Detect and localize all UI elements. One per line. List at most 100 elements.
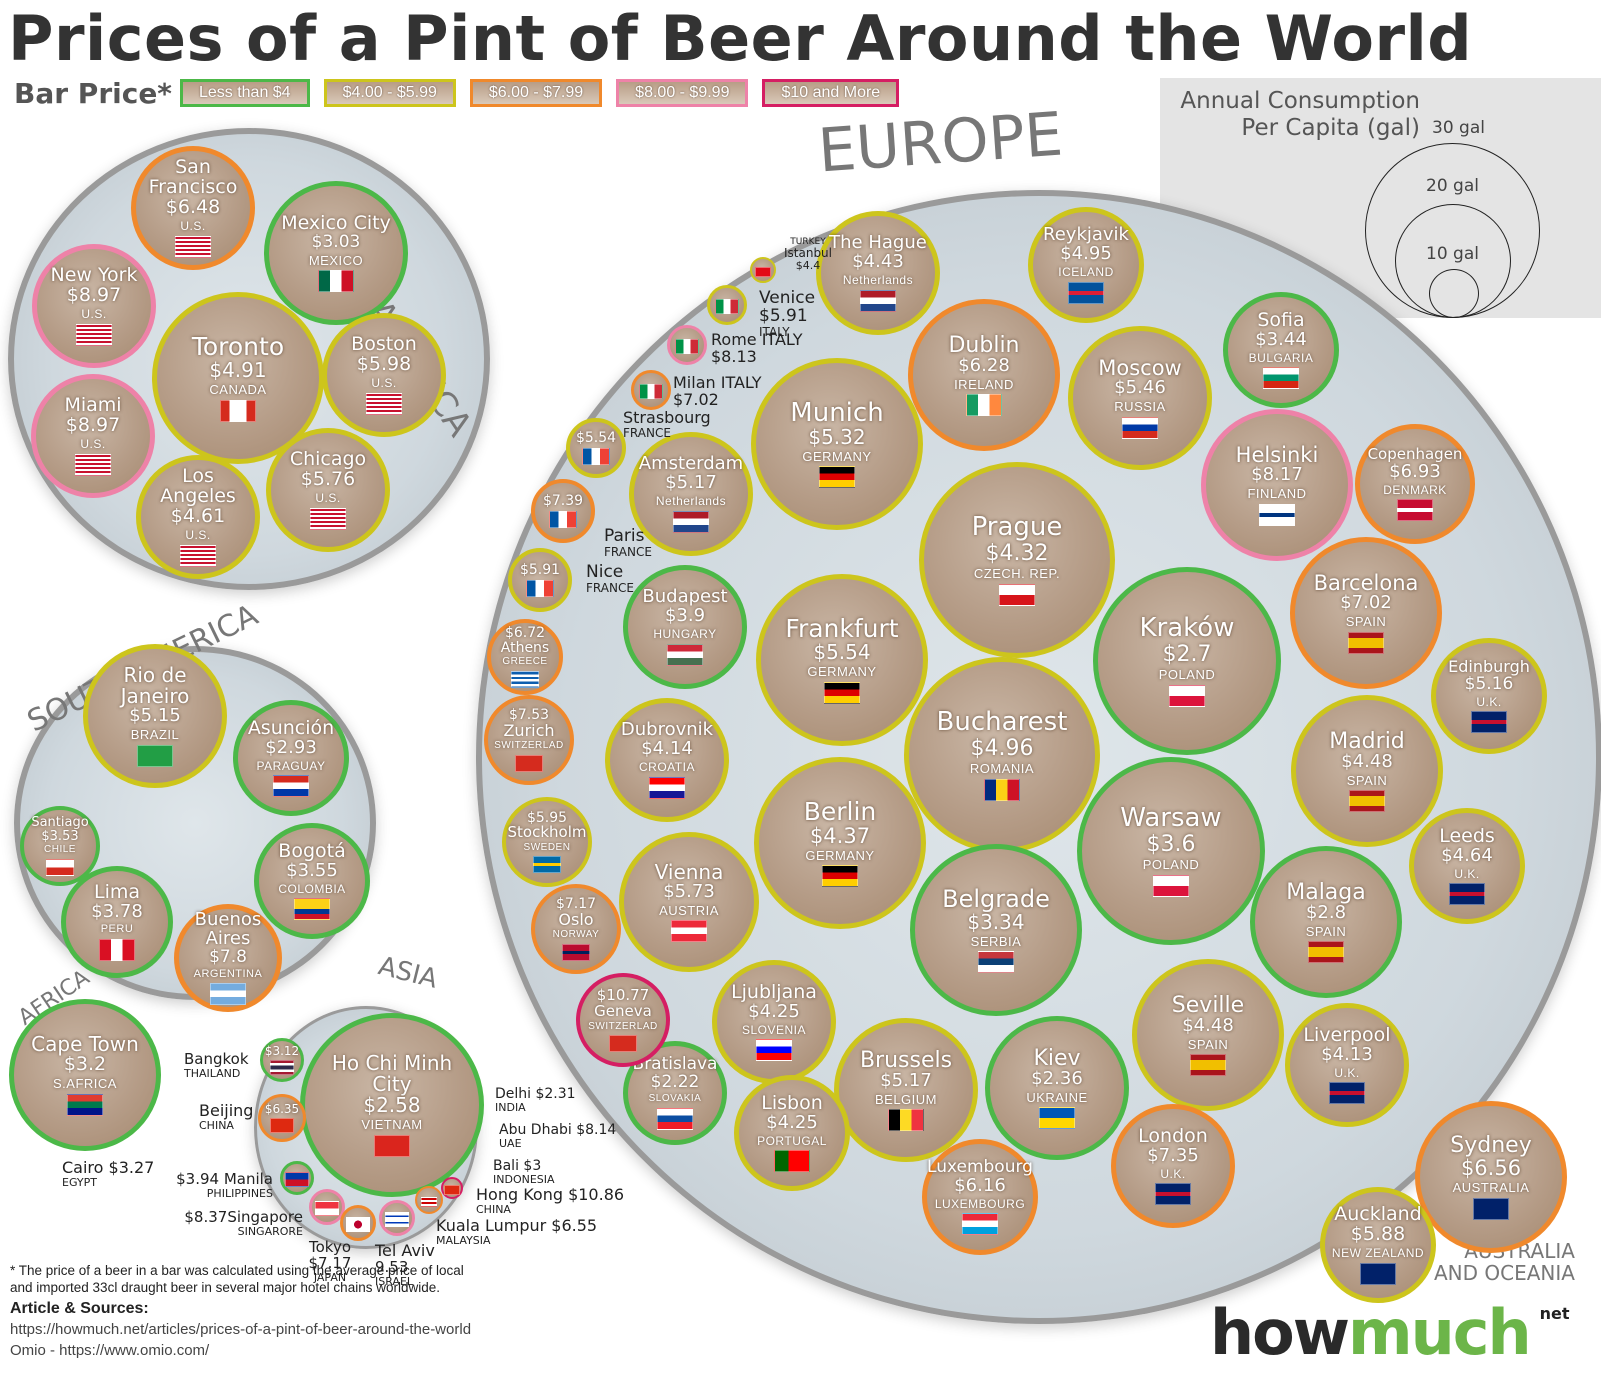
city-label-line: Nice xyxy=(586,562,624,582)
bubble-city: Kiev xyxy=(1033,1045,1081,1071)
flag-us-icon xyxy=(180,544,216,567)
flag-ie-icon xyxy=(966,394,1002,417)
flag-nl-icon xyxy=(860,289,896,312)
scale-label-10: 10 gal xyxy=(1426,244,1479,264)
bubble-price: $5.32 xyxy=(808,424,866,449)
city-label-line: FRANCE xyxy=(623,425,671,440)
bubble-country: ICELAND xyxy=(1058,265,1114,280)
bubble-price: $6.16 xyxy=(954,1174,1006,1196)
bubble-country: FINLAND xyxy=(1247,486,1307,502)
bubble-country: SLOVENIA xyxy=(741,1022,807,1037)
city-label-line: $7.17 xyxy=(308,1253,352,1272)
bubble-price: $4.48 xyxy=(1341,750,1393,772)
bubble-price: $5.54 xyxy=(813,640,871,665)
bubble-country: U.S. xyxy=(80,437,106,452)
flag-is-icon xyxy=(1068,281,1104,304)
flag-de-icon xyxy=(824,681,860,704)
bubble-country: SWITZERLAD xyxy=(588,1020,658,1032)
bubble-price: $6.48 xyxy=(165,196,221,219)
scale-label-20: 20 gal xyxy=(1426,176,1479,196)
flag-es-icon xyxy=(1348,631,1384,654)
bubble-city: Sofia xyxy=(1257,308,1305,331)
flag-be-icon xyxy=(888,1109,924,1132)
bubble-city: Ljubljana xyxy=(731,980,817,1003)
bubble-city: Boston xyxy=(351,333,417,356)
city-label-line: Venice xyxy=(759,288,816,308)
flag-us-icon xyxy=(175,235,211,258)
bubble-city: $7.53 xyxy=(508,707,550,723)
flag-ua-icon xyxy=(1039,1107,1075,1130)
bubble-tr xyxy=(750,257,776,283)
flag-ca-icon xyxy=(220,399,256,422)
flag-my-icon xyxy=(421,1196,437,1207)
flag-ar-icon xyxy=(210,983,246,1006)
flag-nz-icon xyxy=(1360,1262,1396,1285)
flag-vn-icon xyxy=(374,1134,410,1157)
city-label-line: $7.02 xyxy=(673,389,719,409)
flag-cl-icon xyxy=(46,858,74,876)
scale-circle-10 xyxy=(1429,269,1479,318)
city-label: Milan ITALY$7.02 xyxy=(673,374,761,409)
city-label-line: $4.4 xyxy=(795,259,821,273)
bubble-price: $7.35 xyxy=(1147,1144,1199,1166)
bubble-price: $5.17 xyxy=(880,1069,932,1091)
bubble-city: Bratislava xyxy=(632,1054,718,1075)
flag-ch-icon xyxy=(515,754,543,772)
bubble-price: $4.96 xyxy=(970,735,1034,761)
bubble-country: SPAIN xyxy=(1345,614,1387,630)
bubble-price: $3.12 xyxy=(264,1043,300,1058)
region-label-europe: EUROPE xyxy=(815,99,1065,187)
city-label-line: INDONESIA xyxy=(493,1172,555,1186)
bubble-city: Miami xyxy=(64,394,122,417)
bubble-price: $4.91 xyxy=(209,358,267,383)
bubble-country: AUSTRALIA xyxy=(1452,1180,1530,1196)
bubble-price: $6.93 xyxy=(1389,460,1441,482)
city-label-line: Bangkok xyxy=(184,1050,249,1068)
flag-se-icon xyxy=(533,856,561,874)
source-link-omio[interactable]: Omio - https://www.omio.com/ xyxy=(10,1342,210,1359)
flag-pl-icon xyxy=(1169,684,1205,707)
legend-item-less-than-4: Less than $4 xyxy=(179,79,310,107)
bubble-price: $4.95 xyxy=(1060,243,1112,265)
city-label-line: 9.53 xyxy=(375,1257,409,1276)
city-label-line: PHILIPPINES xyxy=(206,1186,273,1200)
source-link-howmuch[interactable]: https://howmuch.net/articles/prices-of-a… xyxy=(10,1321,472,1338)
flag-us-icon xyxy=(310,507,346,530)
bubble-price: $7.8 xyxy=(209,946,247,967)
bubble-price: $8.17 xyxy=(1251,464,1303,486)
bubble-city: Budapest xyxy=(642,586,728,608)
bubble-price: Zurich xyxy=(503,720,555,740)
bubble-city: Mexico City xyxy=(281,211,391,234)
city-label-line: Bali $3 xyxy=(493,1158,542,1174)
bubble-country: LUXEMBOURG xyxy=(934,1196,1026,1211)
bubble-city: Helsinki xyxy=(1235,443,1319,468)
bubble-city: $5.95 xyxy=(526,809,568,826)
bubble-5-91: $5.91 xyxy=(508,548,572,612)
city-label-line: $8.37Singapore xyxy=(184,1208,303,1226)
city-label: Rome ITALY$8.13 xyxy=(711,331,802,366)
